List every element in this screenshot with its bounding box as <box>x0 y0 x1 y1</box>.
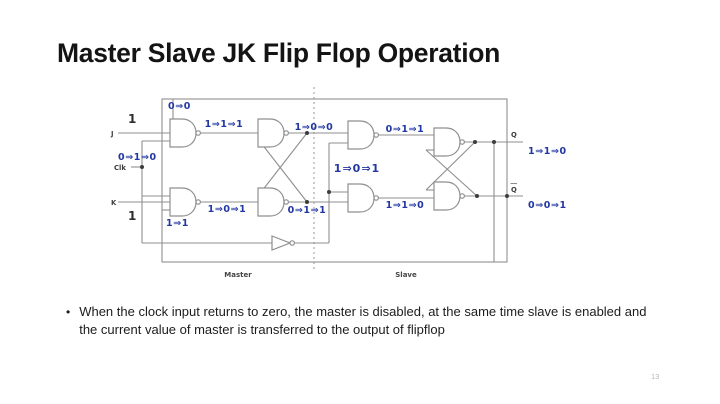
nand-gate-slave-reset-input <box>347 183 380 213</box>
bullet-text: When the clock input returns to zero, th… <box>79 304 647 338</box>
annotation-slave-reset-out: 1⇒1⇒0 <box>386 200 425 211</box>
not-gate-clock-inverter <box>271 235 296 251</box>
wires <box>118 99 523 262</box>
signal-labels: J K Clk Q Q 1 1 Master Slave <box>110 112 517 279</box>
bullet-marker: • <box>66 305 71 319</box>
annotation-clk-input: 0⇒1⇒0 <box>118 152 157 163</box>
nand-gate-k-input <box>169 187 202 217</box>
j-label: J <box>110 130 114 138</box>
nand-gate-slave-set-input <box>347 120 380 150</box>
nand-gate-slave-qbar <box>433 181 466 211</box>
clk-label: Clk <box>114 164 126 172</box>
bullet-item: • When the clock input returns to zero, … <box>66 303 666 339</box>
page-number: 13 <box>651 372 660 381</box>
page-title: Master Slave JK Flip Flop Operation <box>57 38 501 68</box>
nand-gate-master-set <box>257 118 290 148</box>
slave-section-label: Slave <box>395 271 417 279</box>
signal-transition-annotations: 0⇒0 0⇒1⇒0 1⇒1⇒1 1⇒0⇒1 1⇒1 1⇒0⇒0 0⇒1⇒1 1⇒… <box>118 101 567 229</box>
master-section-label: Master <box>224 271 252 279</box>
nand-gate-master-reset <box>257 187 290 217</box>
annotation-slave-set-out: 0⇒1⇒1 <box>386 124 425 135</box>
junction-dots <box>140 131 509 204</box>
k-value: 1 <box>128 209 136 223</box>
j-value: 1 <box>128 112 136 126</box>
q-label: Q <box>511 131 517 139</box>
feedback-box <box>161 98 508 263</box>
annotation-qbar-feedback: 0⇒0 <box>168 101 191 112</box>
nand-gate-slave-q <box>433 127 466 157</box>
annotation-q-output: 1⇒1⇒0 <box>528 146 567 157</box>
annotation-q-feedback: 1⇒1 <box>166 218 189 229</box>
annotation-k-gate-out: 1⇒0⇒1 <box>208 204 247 215</box>
k-label: K <box>111 199 117 207</box>
nand-gate-j-input <box>169 118 202 148</box>
annotation-master-q-out: 1⇒0⇒0 <box>295 122 334 133</box>
annotation-qbar-output: 0⇒0⇒1 <box>528 200 567 211</box>
qbar-label: Q <box>511 186 517 194</box>
annotation-j-gate-out: 1⇒1⇒1 <box>205 119 244 130</box>
annotation-master-qbar-out: 0⇒1⇒1 <box>288 205 327 216</box>
annotation-slave-clock: 1⇒0⇒1 <box>334 162 380 175</box>
